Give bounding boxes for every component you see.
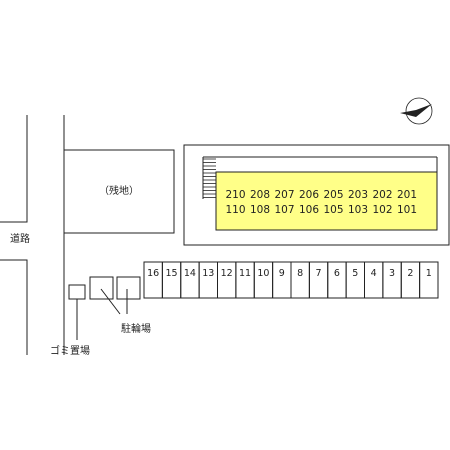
unit-number: 210	[225, 189, 245, 201]
vacant-lot-label: （残地）	[99, 184, 139, 197]
unit-number: 108	[250, 204, 270, 216]
unit-number: 110	[225, 204, 245, 216]
parking-space-number: 7	[316, 268, 322, 279]
stairs	[202, 157, 216, 199]
unit-number: 106	[299, 204, 319, 216]
apartment-building	[215, 171, 438, 231]
unit-number: 202	[372, 189, 392, 201]
unit-number: 105	[323, 204, 343, 216]
parking-space-number: 14	[184, 268, 196, 279]
building-outline	[183, 144, 450, 246]
parking-space-number: 15	[166, 268, 178, 279]
bicycle-parking-2	[116, 276, 141, 300]
bicycle-parking-1	[89, 276, 114, 300]
upper-floor-units: 210 208 207 206 205 203 202 201	[225, 189, 417, 201]
parking-space	[419, 261, 439, 299]
parking-space-number: 8	[297, 268, 303, 279]
parking-space-number: 13	[202, 268, 214, 279]
unit-number: 206	[299, 189, 319, 201]
parking-space-number: 9	[279, 268, 285, 279]
road-edge-lower	[0, 259, 28, 355]
unit-number: 208	[250, 189, 270, 201]
parking-space-number: 5	[352, 268, 358, 279]
garbage-area	[68, 284, 86, 300]
unit-number: 101	[397, 204, 417, 216]
unit-number: 205	[323, 189, 343, 201]
parking-space-number: 16	[147, 268, 159, 279]
bicycle-leader-1	[100, 288, 121, 315]
parking-space-number: 1	[426, 268, 432, 279]
unit-number: 207	[274, 189, 294, 201]
vacant-lot	[63, 149, 175, 234]
unit-number: 203	[348, 189, 368, 201]
unit-number: 201	[397, 189, 417, 201]
parking-space-number: 10	[257, 268, 269, 279]
road-edge-upper	[0, 115, 28, 223]
garbage-area-label: ゴミ置場	[50, 344, 90, 357]
parking-space-number: 12	[221, 268, 233, 279]
road-label: 道路	[10, 232, 30, 245]
north-arrow-icon	[400, 97, 433, 125]
unit-number: 102	[372, 204, 392, 216]
parking-space-number: 2	[407, 268, 413, 279]
parking-space-number: 11	[239, 268, 251, 279]
lower-floor-units: 110 108 107 106 105 103 102 101	[225, 204, 417, 216]
unit-number: 103	[348, 204, 368, 216]
parking-space-number: 3	[389, 268, 395, 279]
parking-space-number: 6	[334, 268, 340, 279]
parking-row: 16 15 14 13 12 11 10 9 8 7 6 5 4 3 2 1	[143, 261, 439, 299]
bicycle-parking-label: 駐輪場	[121, 322, 151, 335]
unit-number: 107	[274, 204, 294, 216]
parking-space-number: 4	[371, 268, 377, 279]
